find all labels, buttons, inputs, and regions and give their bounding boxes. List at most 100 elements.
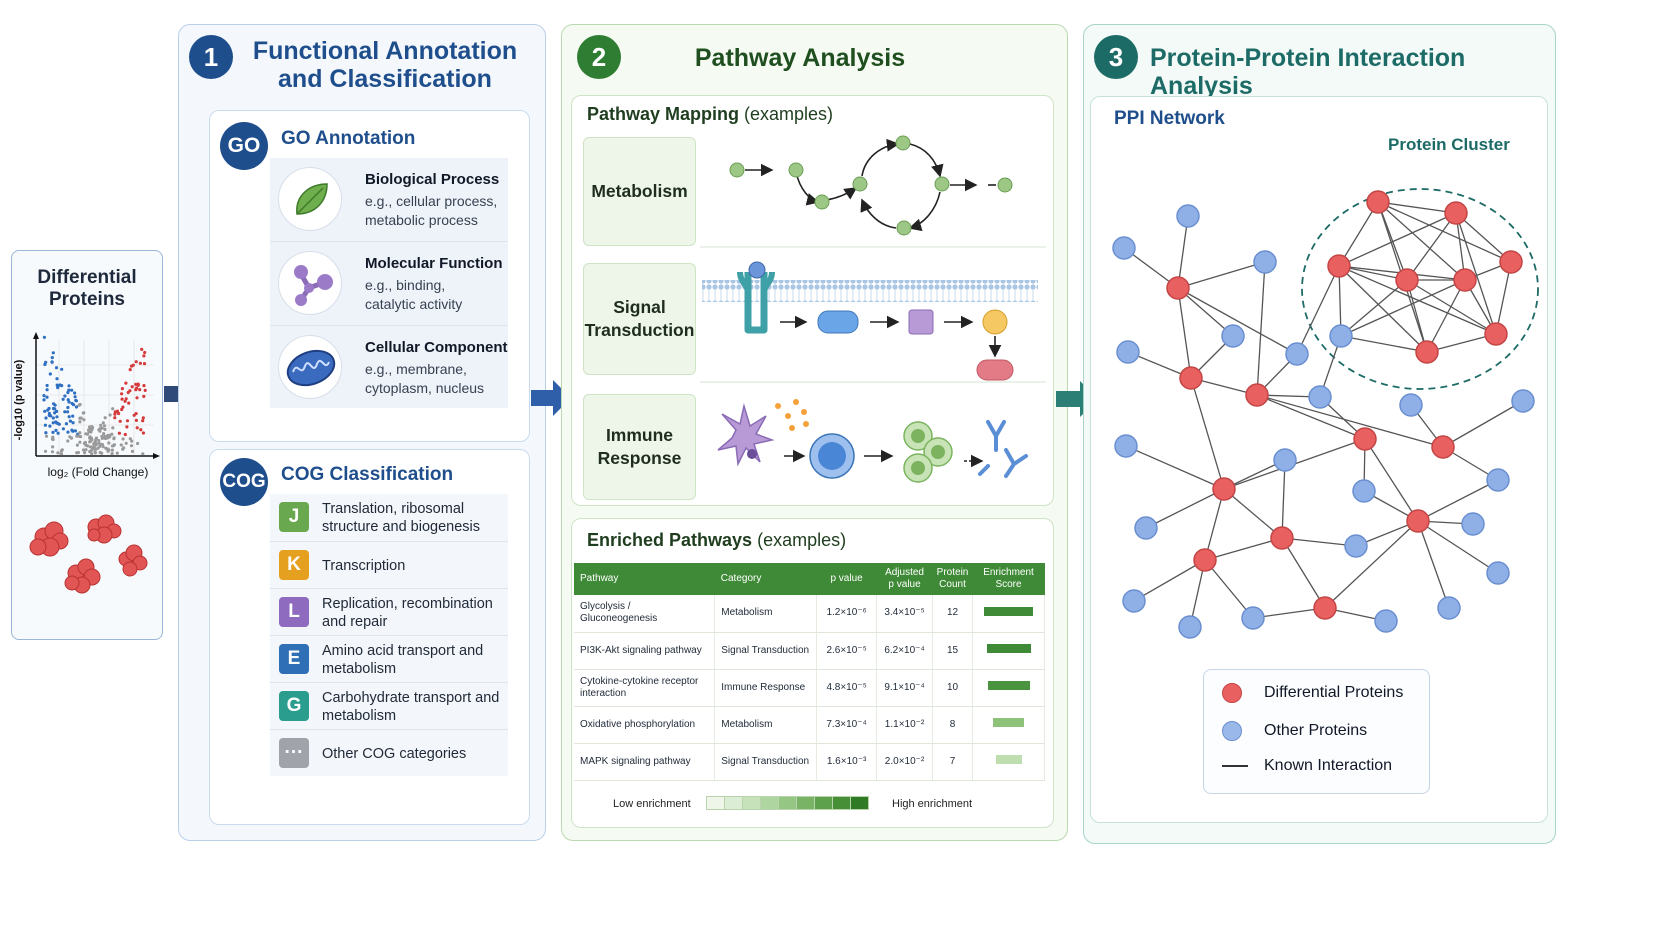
interaction-edge (1442, 400, 1524, 448)
interaction-edge (1340, 279, 1466, 337)
legend-item-other: Other Proteins (1222, 721, 1367, 741)
cog-badge: COG (220, 458, 268, 506)
volcano-point (78, 420, 82, 424)
volcano-point (48, 372, 52, 376)
other-protein-node (1486, 468, 1510, 492)
blue-dot-icon (1222, 721, 1242, 741)
interaction-edge (1426, 333, 1497, 353)
volcano-point (51, 421, 55, 425)
volcano-point (139, 428, 143, 432)
volcano-point (142, 354, 146, 358)
volcano-point (94, 436, 99, 440)
interaction-edge (1125, 445, 1225, 490)
volcano-point (51, 445, 55, 449)
enrichment-score-bar (987, 681, 1030, 690)
cell-enrichment-score (972, 743, 1045, 781)
volcano-point (50, 356, 54, 360)
enriched-pathways-heading: Enriched Pathways (examples) (587, 530, 847, 550)
table-header-row: Pathway Category p value Adjusted p valu… (574, 563, 1045, 595)
cog-item-label: Other COG categories (322, 745, 467, 762)
section2-title: Pathway Analysis (694, 44, 906, 72)
interaction-edge (1223, 488, 1283, 539)
volcano-point (47, 413, 51, 417)
volcano-point (51, 430, 55, 434)
other-protein-node (1112, 236, 1136, 260)
volcano-point (125, 419, 130, 423)
volcano-point (123, 432, 127, 437)
go-heading: GO Annotation (281, 128, 416, 149)
differential-protein-node (1444, 201, 1468, 225)
volcano-point (143, 350, 147, 355)
go-badge: GO (220, 122, 268, 170)
interaction-edge (1417, 520, 1450, 609)
volcano-point (88, 449, 92, 453)
volcano-point (54, 366, 59, 370)
volcano-point (141, 452, 145, 456)
volcano-point (68, 435, 72, 439)
leaf-icon (278, 167, 342, 231)
volcano-point (81, 448, 86, 452)
differential-protein-node (1313, 596, 1337, 620)
volcano-point (111, 407, 115, 411)
volcano-point (136, 441, 140, 446)
volcano-point (68, 419, 72, 423)
enrichment-score-bar (986, 644, 1031, 653)
interaction-edge (1145, 488, 1225, 529)
col-p-value: p value (816, 563, 877, 595)
cell-protein-count: 10 (932, 669, 974, 707)
differential-protein-node (1415, 340, 1439, 364)
volcano-point (134, 418, 138, 422)
volcano-point (61, 427, 65, 431)
col-adjusted-p: Adjusted p value (876, 563, 933, 595)
volcano-point (94, 441, 98, 445)
col-enrichment-score: Enrichment Score (972, 563, 1045, 595)
enrichment-scale (706, 796, 869, 810)
interaction-edge (1281, 537, 1326, 609)
volcano-point (100, 426, 104, 430)
volcano-point (90, 445, 94, 449)
col-category: Category (714, 563, 817, 595)
other-protein-node (1461, 512, 1485, 536)
differential-protein-node (1166, 276, 1190, 300)
volcano-point (96, 446, 100, 450)
other-protein-node (1399, 393, 1423, 417)
volcano-point (59, 452, 64, 456)
differential-protein-node (1406, 509, 1430, 533)
protein-structures-icon (29, 514, 148, 594)
volcano-point (141, 431, 145, 435)
volcano-point (113, 416, 117, 420)
volcano-point (136, 382, 140, 386)
cog-letter-badge: K (279, 550, 309, 580)
volcano-point (44, 434, 49, 438)
cell-protein-count: 8 (932, 706, 974, 744)
interaction-edge (1324, 520, 1419, 609)
volcano-point (130, 449, 135, 453)
go-item-biological-process: Biological Process e.g., cellular proces… (270, 158, 508, 241)
pathway-illustrations (700, 135, 1046, 483)
volcano-point (121, 405, 125, 409)
volcano-point (143, 388, 147, 392)
go-item-molecular-function: Molecular Function e.g., binding, cataly… (270, 241, 508, 325)
other-protein-node (1221, 324, 1245, 348)
volcano-point (88, 435, 92, 439)
volcano-point (52, 402, 56, 406)
scale-low-label: Low enrichment (613, 798, 691, 810)
cell-pathway: Oxidative phosphorylation (574, 706, 716, 744)
volcano-point (122, 446, 126, 450)
differential-protein-node (1245, 383, 1269, 407)
other-protein-node (1178, 615, 1202, 639)
other-protein-node (1437, 596, 1461, 620)
scale-swatch (778, 796, 797, 810)
volcano-point (128, 437, 132, 441)
scale-swatch (814, 796, 833, 810)
volcano-point (100, 434, 104, 438)
col-pathway: Pathway (574, 563, 715, 595)
volcano-point (82, 441, 86, 445)
volcano-point (134, 388, 138, 392)
interaction-edge (1338, 201, 1379, 267)
cog-letter-badge: ··· (279, 738, 309, 768)
volcano-point (81, 411, 85, 415)
other-protein-node (1344, 534, 1368, 558)
